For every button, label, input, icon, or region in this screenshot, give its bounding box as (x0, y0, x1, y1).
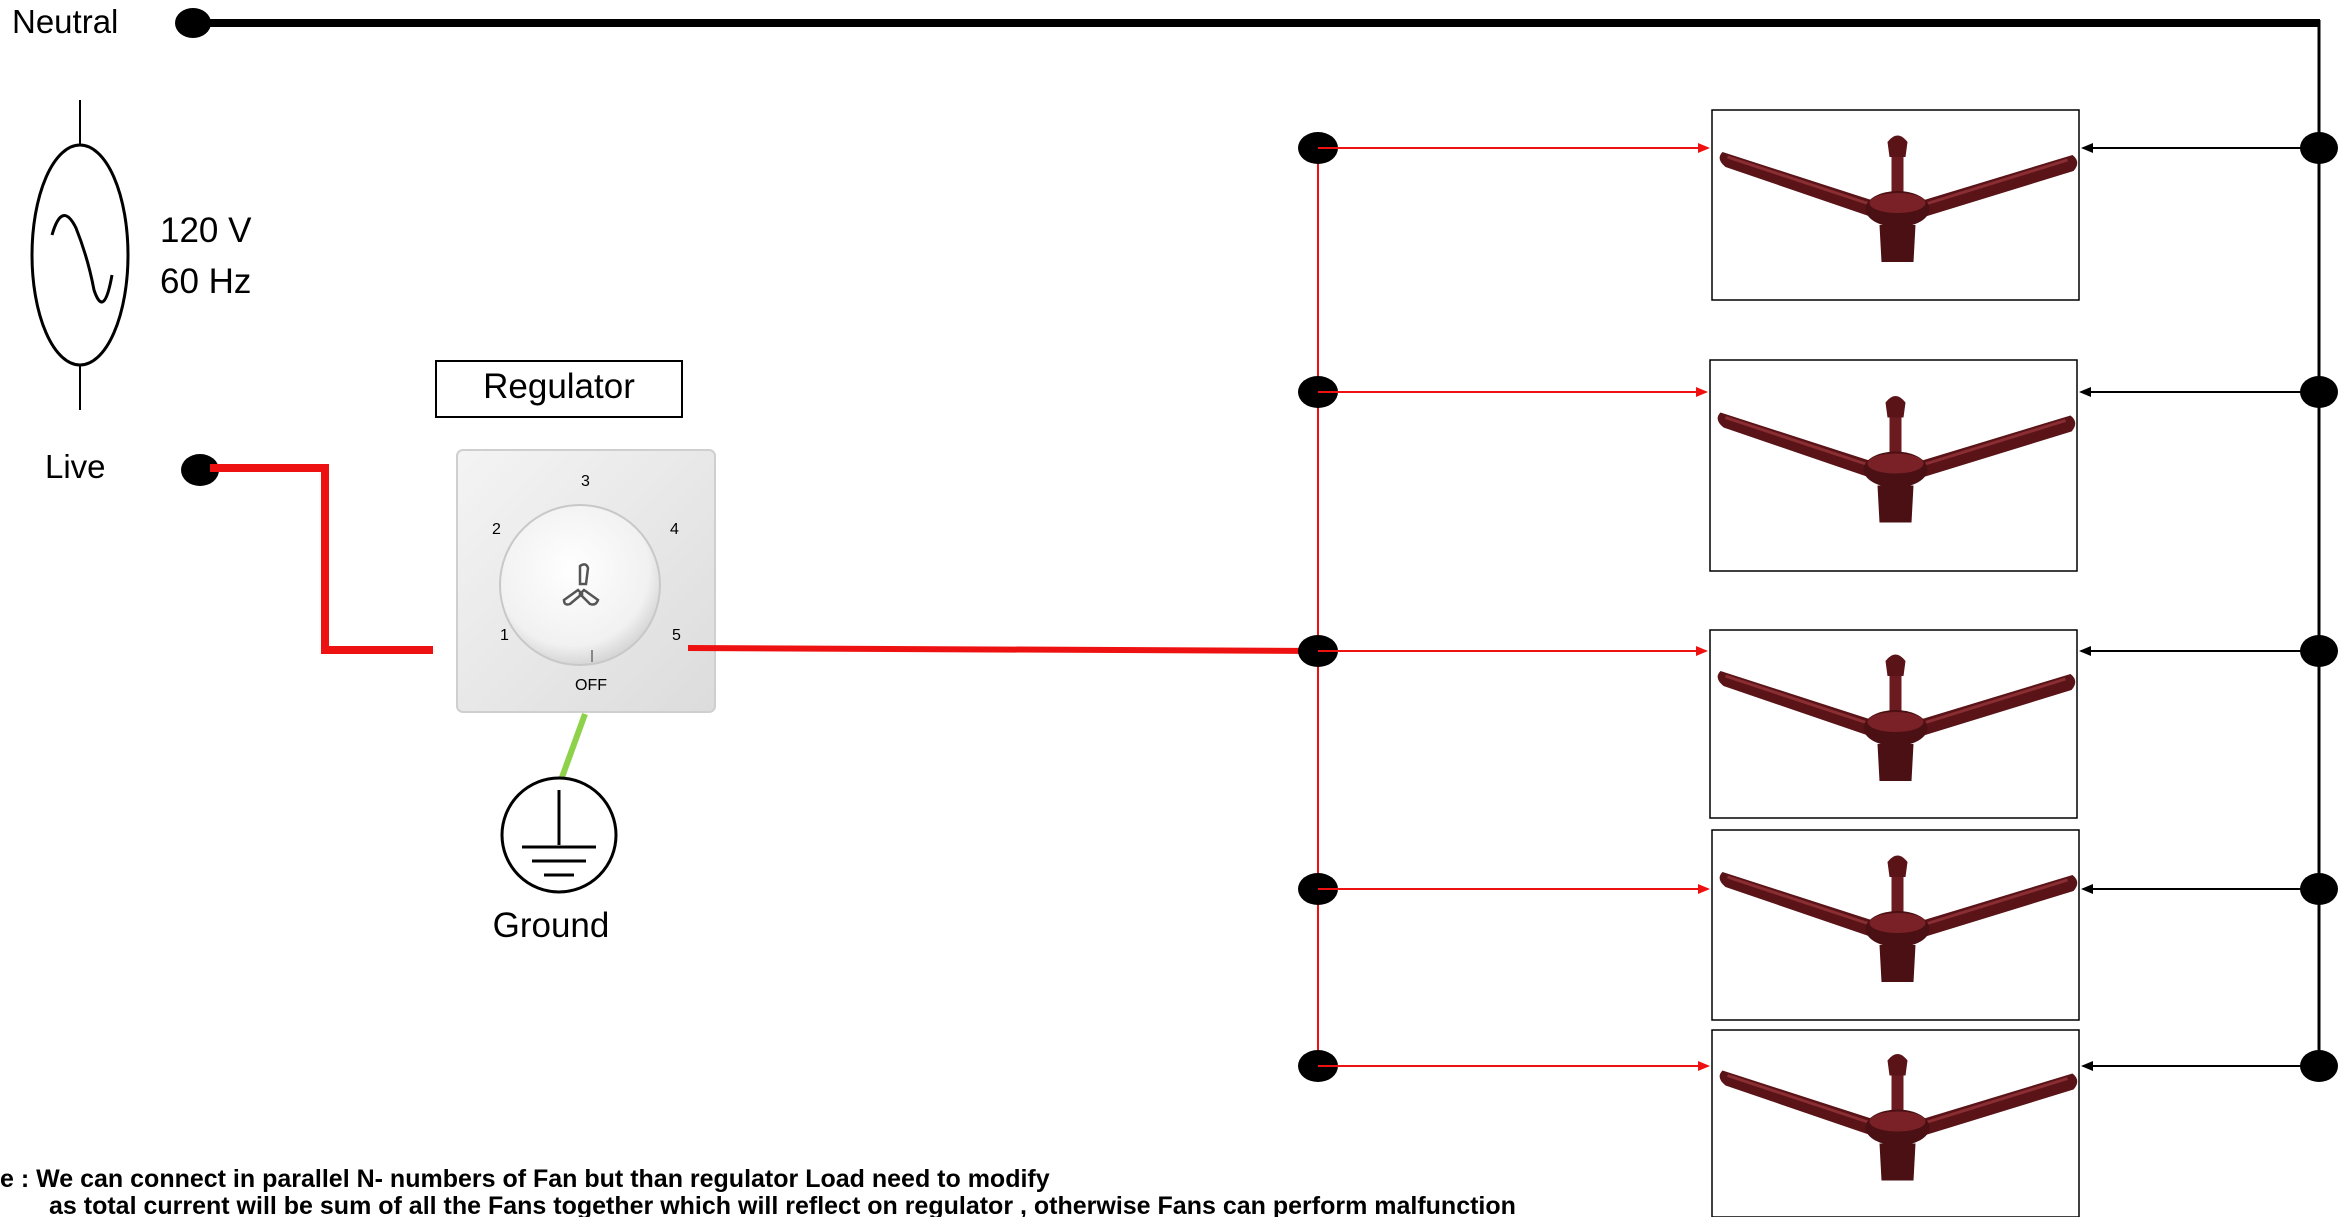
neutral-branch-node-5 (2300, 1050, 2338, 1082)
regulator-device[interactable]: 1 2 3 4 5 OFF (456, 449, 716, 713)
sine-wave-icon (50, 214, 114, 304)
live-input-wire (210, 464, 433, 654)
neutral-branch-node-1 (2300, 132, 2338, 164)
note-line-1: e : We can connect in parallel N- number… (0, 1165, 1050, 1193)
note-line-2: as total current will be sum of all the … (49, 1192, 1516, 1217)
ground-icon (500, 776, 618, 894)
regulator-label: Regulator (483, 367, 635, 406)
dial-number-5: 5 (672, 627, 681, 644)
dial-off-label: OFF (575, 677, 607, 694)
neutral-branch-node-3 (2300, 635, 2338, 667)
neutral-branch-node-2 (2300, 376, 2338, 408)
neutral-label: Neutral (12, 3, 118, 40)
fan-symbol-icon (562, 563, 600, 606)
frequency-label: 60 Hz (160, 262, 251, 301)
dial-number-3: 3 (581, 473, 590, 490)
ground-wire (558, 712, 588, 782)
ground-label: Ground (493, 906, 610, 945)
ac-source-symbol (30, 100, 130, 410)
dial-number-1: 1 (500, 627, 509, 644)
neutral-branch-node-4 (2300, 873, 2338, 905)
live-label: Live (45, 448, 106, 485)
neutral-terminal-node (175, 8, 211, 38)
dial-number-2: 2 (492, 521, 501, 538)
dial-number-4: 4 (670, 521, 679, 538)
voltage-label: 120 V (160, 211, 252, 250)
regulator-label-box (435, 360, 683, 418)
live-terminal-node (181, 454, 219, 486)
regulator-output-wire (687, 645, 1319, 654)
